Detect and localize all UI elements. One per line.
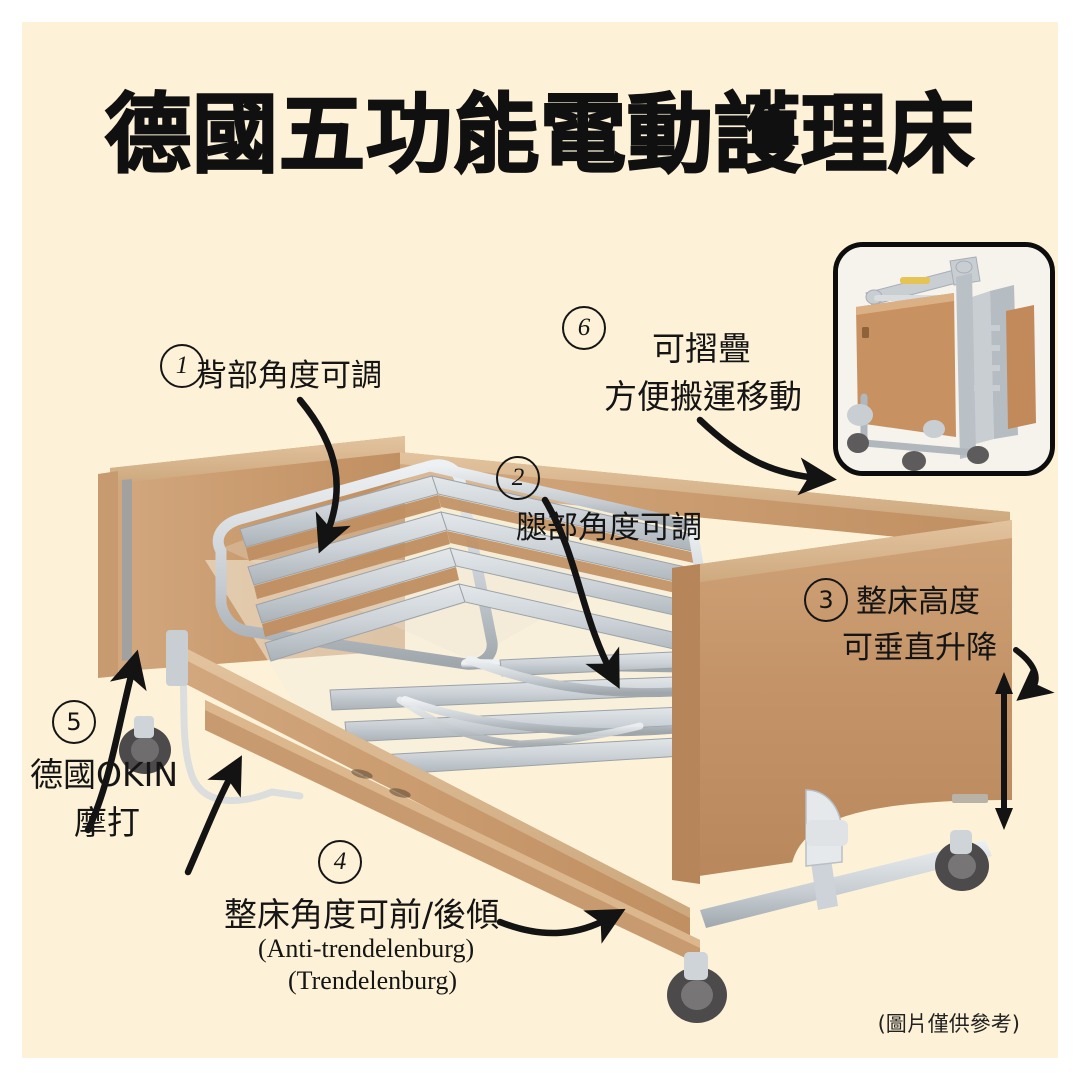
bed-motor-cable [178, 656, 304, 805]
bed-base-frame [700, 789, 992, 928]
bed-casters [119, 716, 989, 1023]
arrow-feature-3-curve [1013, 647, 1055, 701]
arrow-feature-2 [541, 496, 620, 689]
caster-wheel [935, 830, 989, 891]
feature-2-label: 腿部角度可調 [516, 510, 702, 546]
feature-4-number: 4 [318, 840, 362, 884]
arrow-feature-1 [296, 396, 351, 554]
caster-wheel [667, 952, 727, 1023]
motor-housing [166, 630, 188, 686]
height-arrow-down-head [995, 808, 1013, 830]
bed-near-side-rail [170, 640, 700, 965]
arrow-feature-6 [696, 416, 837, 496]
feature-5-sublabel: 摩打 [74, 803, 140, 842]
feature-6-sublabel: 方便搬運移動 [604, 377, 802, 416]
arrow-feature-5 [84, 649, 147, 834]
feature-5-label: 德國OKIN [30, 755, 179, 794]
feature-6-label: 可摺疊 [652, 329, 751, 368]
feature-6-number: 6 [562, 306, 606, 350]
feature-1-number: 1 [160, 344, 204, 388]
feature-3-sublabel: 可垂直升降 [842, 630, 997, 666]
folded-bed-inset [833, 242, 1055, 476]
feature-3-label: 整床高度 [856, 584, 980, 620]
feature-5-number: 5 [52, 700, 96, 744]
arrow-feature-4a [184, 755, 242, 876]
bed-footboard [672, 520, 1012, 884]
feature-2-number: 2 [496, 456, 540, 500]
feature-3-number: 3 [804, 578, 848, 622]
feature-1-label: 背部角度可調 [196, 358, 382, 394]
feature-4-label: 整床角度可前/後傾 [224, 895, 500, 934]
caster-wheel [119, 716, 171, 774]
feature-4-sublabel-anti: (Anti-trendelenburg) [258, 934, 475, 963]
disclaimer-text: (圖片僅供參考) [877, 1012, 1020, 1036]
arrow-feature-4b [496, 908, 626, 944]
feature-4-sublabel-trend: (Trendelenburg) [288, 966, 457, 995]
bed-underframe [396, 696, 644, 748]
bed-far-side-rail [400, 452, 1010, 548]
page-title: 德國五功能電動護理床 [104, 85, 975, 185]
height-arrow-up-head [995, 672, 1013, 694]
